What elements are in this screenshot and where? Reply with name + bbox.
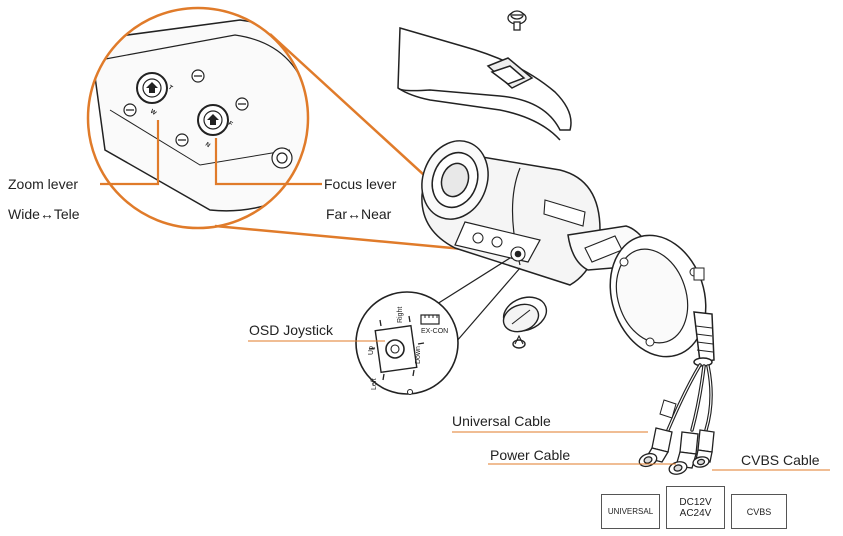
power-connector <box>668 431 699 475</box>
cvbs-cable-label: CVBS Cable <box>741 452 820 468</box>
zoom-lever-callout <box>100 120 160 186</box>
power-box-line1: DC12V <box>679 496 712 508</box>
power-box-line2: AC24V <box>679 507 712 519</box>
joystick-detail-group: EX-CON Up Right Left Down <box>355 257 521 395</box>
top-screw <box>507 10 527 31</box>
cvbs-box: CVBS <box>731 494 787 529</box>
cvbs-connector <box>692 429 715 468</box>
cable-tag <box>659 399 677 419</box>
detail-screws <box>123 69 293 169</box>
universal-cable-label: Universal Cable <box>452 413 551 429</box>
cable-branches <box>666 363 713 432</box>
joystick-dir-left: Left <box>371 378 378 390</box>
universal-box-text: UNIVERSAL <box>607 507 654 516</box>
power-cable-label: Power Cable <box>490 447 571 463</box>
callout-lines <box>100 120 830 471</box>
camera-body <box>421 140 601 286</box>
wide-tele-label: Wide↔Tele <box>8 206 80 222</box>
joystick-pins <box>368 315 425 381</box>
cable-trunk <box>693 311 715 367</box>
osd-joystick-label: OSD Joystick <box>249 322 334 338</box>
joystick-dir-down: Down <box>415 346 422 364</box>
zoom-detail-group: T W F N <box>86 6 310 230</box>
joystick-dir-up: Up <box>368 346 375 355</box>
focus-lever-label: Focus lever <box>324 176 397 192</box>
power-box: DC12V AC24V <box>666 486 725 529</box>
excon-connector <box>420 314 440 325</box>
cable-branches-inner <box>667 364 712 431</box>
focus-marking-b: N <box>204 142 211 149</box>
universal-connector <box>638 427 673 468</box>
focus-marking-a: F <box>227 121 234 128</box>
joystick-dir-right: Right <box>397 307 404 323</box>
focus-lever-callout <box>214 138 322 186</box>
zoom-marking-b: W <box>149 109 157 117</box>
focus-lever-knob <box>197 104 229 136</box>
zoom-marking-a: T <box>167 85 174 92</box>
universal-box: UNIVERSAL <box>601 494 660 529</box>
sun-shield <box>397 27 572 141</box>
joystick-connector-line-2 <box>455 267 521 343</box>
zoom-lever-knob <box>136 72 168 104</box>
camera-mount <box>567 225 707 358</box>
dome-cap <box>502 296 548 349</box>
zoom-lever-label: Zoom lever <box>8 176 79 192</box>
cvbs-box-text: CVBS <box>746 506 772 517</box>
excon-label: EX-CON <box>421 328 448 335</box>
zoom-detail-circle <box>86 6 310 230</box>
far-near-label: Far↔Near <box>326 206 392 222</box>
